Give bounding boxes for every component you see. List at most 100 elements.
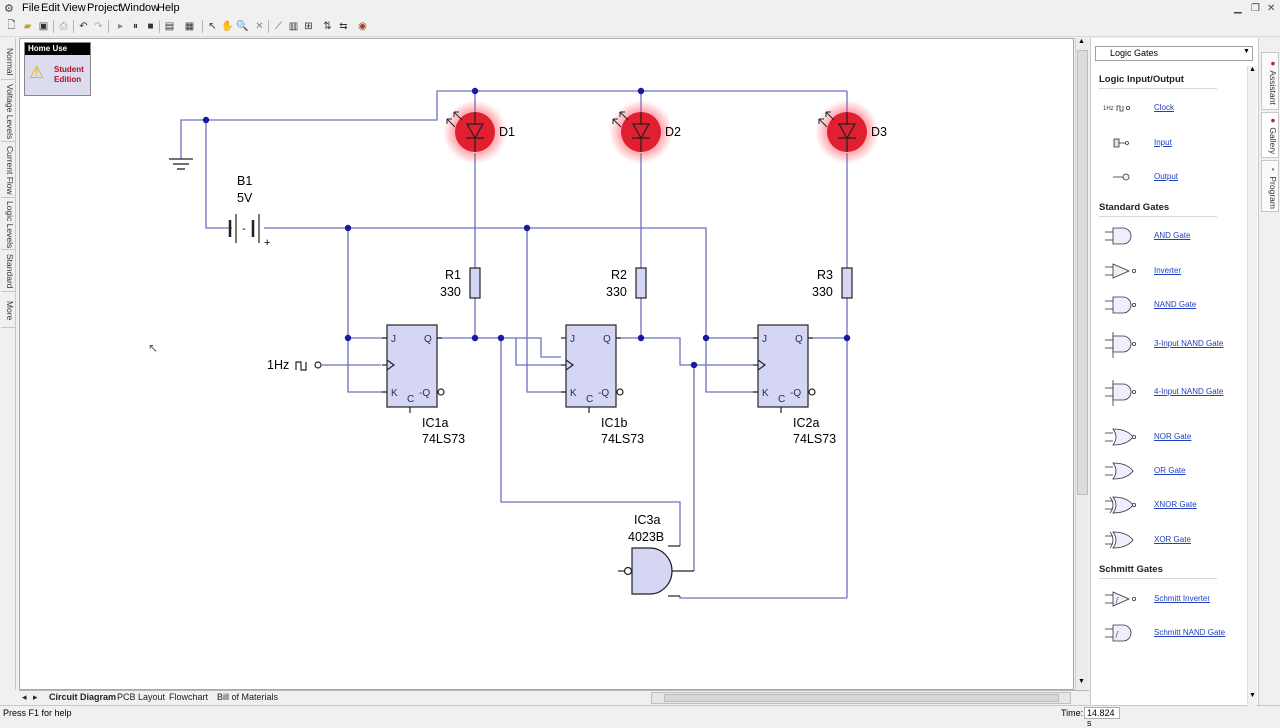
scroll-up-icon[interactable]: ▲ bbox=[1078, 38, 1085, 45]
tab-gallery[interactable]: ● Gallery bbox=[1261, 112, 1279, 158]
gallery-item-link[interactable]: XOR Gate bbox=[1154, 535, 1191, 544]
nor-gate-icon[interactable] bbox=[1101, 423, 1141, 451]
led-d2[interactable]: D2 bbox=[609, 100, 681, 164]
delete-icon[interactable]: ✕ bbox=[255, 21, 264, 32]
menu-edit[interactable]: Edit bbox=[41, 2, 60, 14]
tab-normal[interactable]: Normal bbox=[1, 44, 15, 80]
save-icon[interactable]: ▣ bbox=[38, 21, 49, 32]
xnor-gate-icon[interactable] bbox=[1101, 491, 1141, 519]
clock-source[interactable]: 1Hz bbox=[267, 358, 322, 372]
gallery-category-select[interactable]: Logic Gates bbox=[1095, 46, 1253, 61]
schmitt-inverter-icon[interactable]: ʃ bbox=[1101, 585, 1141, 613]
tab-scroll-right-icon[interactable]: ▸ bbox=[33, 692, 38, 702]
gallery-item-link[interactable]: Inverter bbox=[1154, 266, 1182, 275]
open-folder-icon[interactable]: ▰ bbox=[23, 21, 32, 32]
scrollbar-thumb[interactable] bbox=[1077, 50, 1088, 495]
tab-circuit-diagram[interactable]: Circuit Diagram bbox=[49, 692, 117, 702]
tab-logic-levels[interactable]: Logic Levels bbox=[1, 200, 15, 250]
gallery-item-link[interactable]: Schmitt NAND Gate bbox=[1154, 628, 1226, 637]
gallery-scrollbar[interactable]: ▲ ▼ bbox=[1247, 66, 1257, 706]
menu-file[interactable]: File bbox=[22, 2, 40, 14]
tab-flowchart[interactable]: Flowchart bbox=[169, 692, 209, 702]
led-d1[interactable]: D1 bbox=[443, 100, 515, 164]
new-file-icon[interactable]: 🗋 bbox=[7, 20, 16, 31]
tab-bill-of-materials[interactable]: Bill of Materials bbox=[217, 692, 279, 702]
gallery-item-link[interactable]: XNOR Gate bbox=[1154, 500, 1197, 509]
led-d3[interactable]: D3 bbox=[815, 100, 887, 164]
stop-icon[interactable]: ■ bbox=[147, 21, 154, 32]
rotate-icon[interactable]: ⇅ bbox=[323, 21, 332, 32]
tab-standard[interactable]: Standard bbox=[1, 252, 15, 292]
gallery-item-link[interactable]: OR Gate bbox=[1154, 466, 1186, 475]
nand3-gate-icon[interactable] bbox=[1101, 330, 1141, 360]
menu-window[interactable]: Window bbox=[120, 2, 160, 14]
chevron-down-icon[interactable]: ▼ bbox=[1243, 48, 1250, 55]
ff-pin-nq: -Q bbox=[790, 388, 801, 399]
print-icon[interactable]: ⎙ bbox=[59, 21, 68, 32]
menu-project[interactable]: Project bbox=[87, 2, 122, 14]
hscroll-thumb[interactable] bbox=[664, 694, 1059, 702]
scope-icon[interactable]: ⊞ bbox=[304, 21, 313, 32]
gallery-scroll-up-icon[interactable]: ▲ bbox=[1249, 66, 1256, 73]
tab-more[interactable]: More bbox=[1, 294, 15, 328]
nand4-gate-icon[interactable] bbox=[1101, 378, 1141, 408]
probe-icon[interactable]: ⟋ bbox=[275, 21, 282, 32]
gallery-item-link[interactable]: NAND Gate bbox=[1154, 300, 1197, 309]
minimize-icon[interactable]: ▁ bbox=[1234, 3, 1242, 14]
flip-icon[interactable]: ⇆ bbox=[339, 21, 348, 32]
horizontal-scrollbar[interactable] bbox=[651, 692, 1071, 704]
gallery-item-link[interactable]: 3-Input NAND Gate bbox=[1154, 339, 1224, 348]
battery-b1[interactable]: - + B1 5V bbox=[228, 174, 270, 249]
schmitt-nand-icon[interactable]: ʃ bbox=[1101, 619, 1141, 647]
app-icon[interactable]: ⚙ bbox=[4, 3, 14, 15]
circuit-canvas[interactable]: Home Use ⚠ Student Edition - bbox=[19, 38, 1074, 690]
graph-icon[interactable]: ▥ bbox=[288, 21, 299, 32]
layer-dropdown-icon[interactable]: ▦ bbox=[184, 21, 195, 32]
scroll-down-icon[interactable]: ▼ bbox=[1078, 678, 1085, 685]
tab-assistant[interactable]: ● Assistant bbox=[1261, 52, 1279, 110]
nand-gate-ic3a[interactable]: IC3a 4023B bbox=[618, 513, 694, 597]
ground-symbol[interactable] bbox=[169, 132, 193, 170]
gallery-scroll-down-icon[interactable]: ▼ bbox=[1249, 692, 1256, 699]
gallery-item-link[interactable]: Clock bbox=[1154, 103, 1175, 112]
run-icon[interactable]: ▸ bbox=[117, 21, 124, 32]
output-symbol-icon[interactable] bbox=[1101, 163, 1141, 191]
pan-hand-icon[interactable]: ✋ bbox=[221, 21, 234, 32]
gallery-item-link[interactable]: Output bbox=[1154, 172, 1179, 181]
gallery-item-link[interactable]: NOR Gate bbox=[1154, 432, 1192, 441]
undo-icon[interactable]: ↶ bbox=[79, 21, 88, 32]
gallery-item-link[interactable]: AND Gate bbox=[1154, 231, 1191, 240]
tab-current-flow[interactable]: Current Flow bbox=[1, 144, 15, 198]
and-gate-icon[interactable] bbox=[1101, 222, 1141, 250]
gallery-item-link[interactable]: Schmitt Inverter bbox=[1154, 594, 1211, 603]
tab-program[interactable]: ▪ Program bbox=[1261, 160, 1279, 212]
select-pointer-icon[interactable]: ↖ bbox=[208, 21, 217, 32]
nand-gate-icon[interactable] bbox=[1101, 291, 1141, 319]
gallery-item-link[interactable]: 4-Input NAND Gate bbox=[1154, 387, 1224, 396]
component-dropdown-icon[interactable]: ▤ bbox=[164, 21, 175, 32]
pause-icon[interactable]: ⏸ bbox=[133, 21, 138, 32]
close-icon[interactable]: ✕ bbox=[1267, 3, 1276, 14]
menu-help[interactable]: Help bbox=[157, 2, 180, 14]
zoom-icon[interactable]: 🔍 bbox=[236, 21, 249, 32]
tab-pcb-layout[interactable]: PCB Layout bbox=[117, 692, 166, 702]
restore-icon[interactable]: ❐ bbox=[1251, 3, 1260, 14]
inverter-icon[interactable] bbox=[1101, 257, 1141, 285]
input-symbol-icon[interactable] bbox=[1101, 129, 1141, 157]
gallery-item-link[interactable]: Input bbox=[1154, 138, 1172, 147]
redo-icon[interactable]: ↷ bbox=[94, 21, 103, 32]
clock-symbol-icon[interactable]: 1Hz bbox=[1101, 94, 1141, 122]
tab-voltage-levels[interactable]: Voltage Levels bbox=[1, 82, 15, 142]
vertical-scrollbar[interactable]: ▲ ▼ bbox=[1075, 38, 1088, 690]
menu-view[interactable]: View bbox=[62, 2, 86, 14]
tab-scroll-left-icon[interactable]: ◂ bbox=[22, 692, 27, 702]
or-gate-icon[interactable] bbox=[1101, 457, 1141, 485]
component-library-icon[interactable]: ◉ bbox=[358, 21, 367, 32]
xor-gate-icon[interactable] bbox=[1101, 526, 1141, 554]
